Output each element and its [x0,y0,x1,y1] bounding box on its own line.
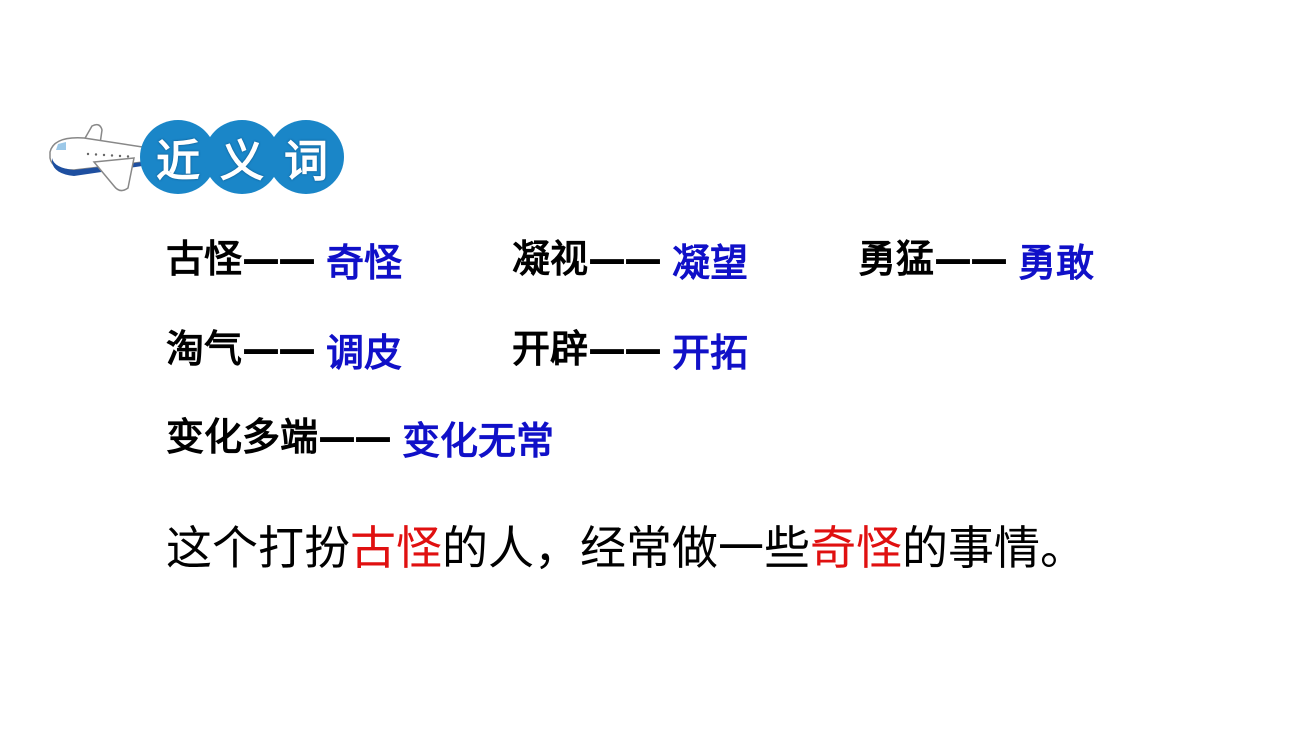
pair-dash: —— [588,237,662,281]
pair-term: 变化多端 [166,415,319,459]
highlighted-word: 奇怪 [810,521,902,575]
badge-title: 近 义 词 [140,120,344,194]
pair-synonym: 变化无常 [402,419,555,463]
badge-char: 义 [204,120,280,194]
synonym-pair: 淘气 —— 调皮 [166,318,402,375]
pair-dash: —— [318,415,392,459]
synonym-pair: 古怪 —— 奇怪 [166,228,402,285]
sentence-part: 这个打扮 [166,521,350,575]
pair-dash: —— [588,327,662,371]
synonym-pair: 变化多端 —— 变化无常 [166,406,554,463]
pair-synonym: 调皮 [326,331,403,375]
pair-term: 开辟 [512,327,589,371]
pair-term: 古怪 [166,237,243,281]
example-sentence: 这个打扮古怪的人，经常做一些奇怪的事情。 [166,512,1086,578]
pair-dash: —— [242,237,316,281]
sentence-part: 的人，经常做一些 [442,521,810,575]
synonym-pair: 凝视 —— 凝望 [512,228,748,285]
pair-synonym: 奇怪 [326,241,403,285]
pair-term: 凝视 [512,237,589,281]
pair-dash: —— [934,237,1008,281]
synonym-pair: 勇猛 —— 勇敢 [858,228,1094,285]
pair-term: 勇猛 [858,237,935,281]
pair-dash: —— [242,327,316,371]
badge-char: 词 [268,120,344,194]
pair-synonym: 开拓 [672,331,749,375]
pair-term: 淘气 [166,327,243,371]
sentence-part: 的事情。 [902,521,1086,575]
highlighted-word: 古怪 [350,521,442,575]
section-badge: 近 义 词 [44,116,344,196]
pair-synonym: 勇敢 [1018,241,1095,285]
synonym-pair: 开辟 —— 开拓 [512,318,748,375]
badge-char: 近 [140,120,216,194]
pair-synonym: 凝望 [672,241,749,285]
